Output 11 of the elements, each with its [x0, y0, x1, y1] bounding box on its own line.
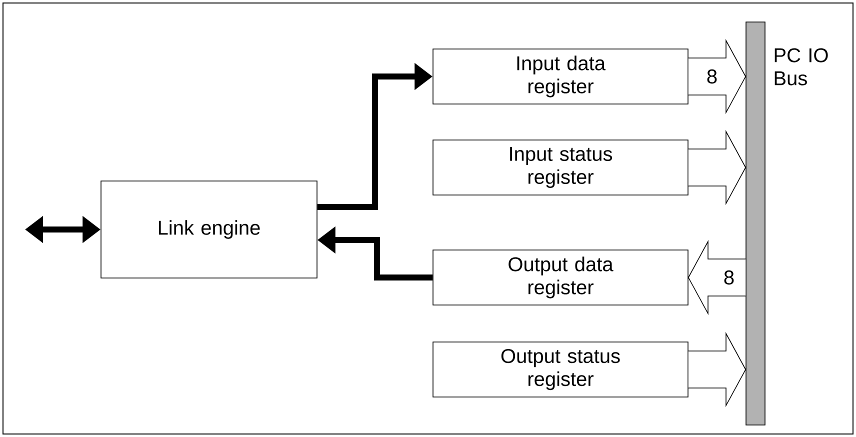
register-box: Input status register: [432, 140, 688, 196]
register-box: Output data register: [432, 250, 688, 306]
block-arrow: [688, 332, 746, 408]
node-label: PC IO Bus: [774, 48, 828, 86]
register-box: Output status register: [432, 342, 688, 398]
register-box: Input data register: [432, 48, 688, 104]
block-arrow: [688, 130, 746, 206]
engine-box: Link engine: [100, 180, 318, 278]
block-arrow: [688, 240, 746, 316]
block-arrow: [688, 38, 746, 114]
bus-bar: PC IO Bus: [746, 22, 828, 426]
